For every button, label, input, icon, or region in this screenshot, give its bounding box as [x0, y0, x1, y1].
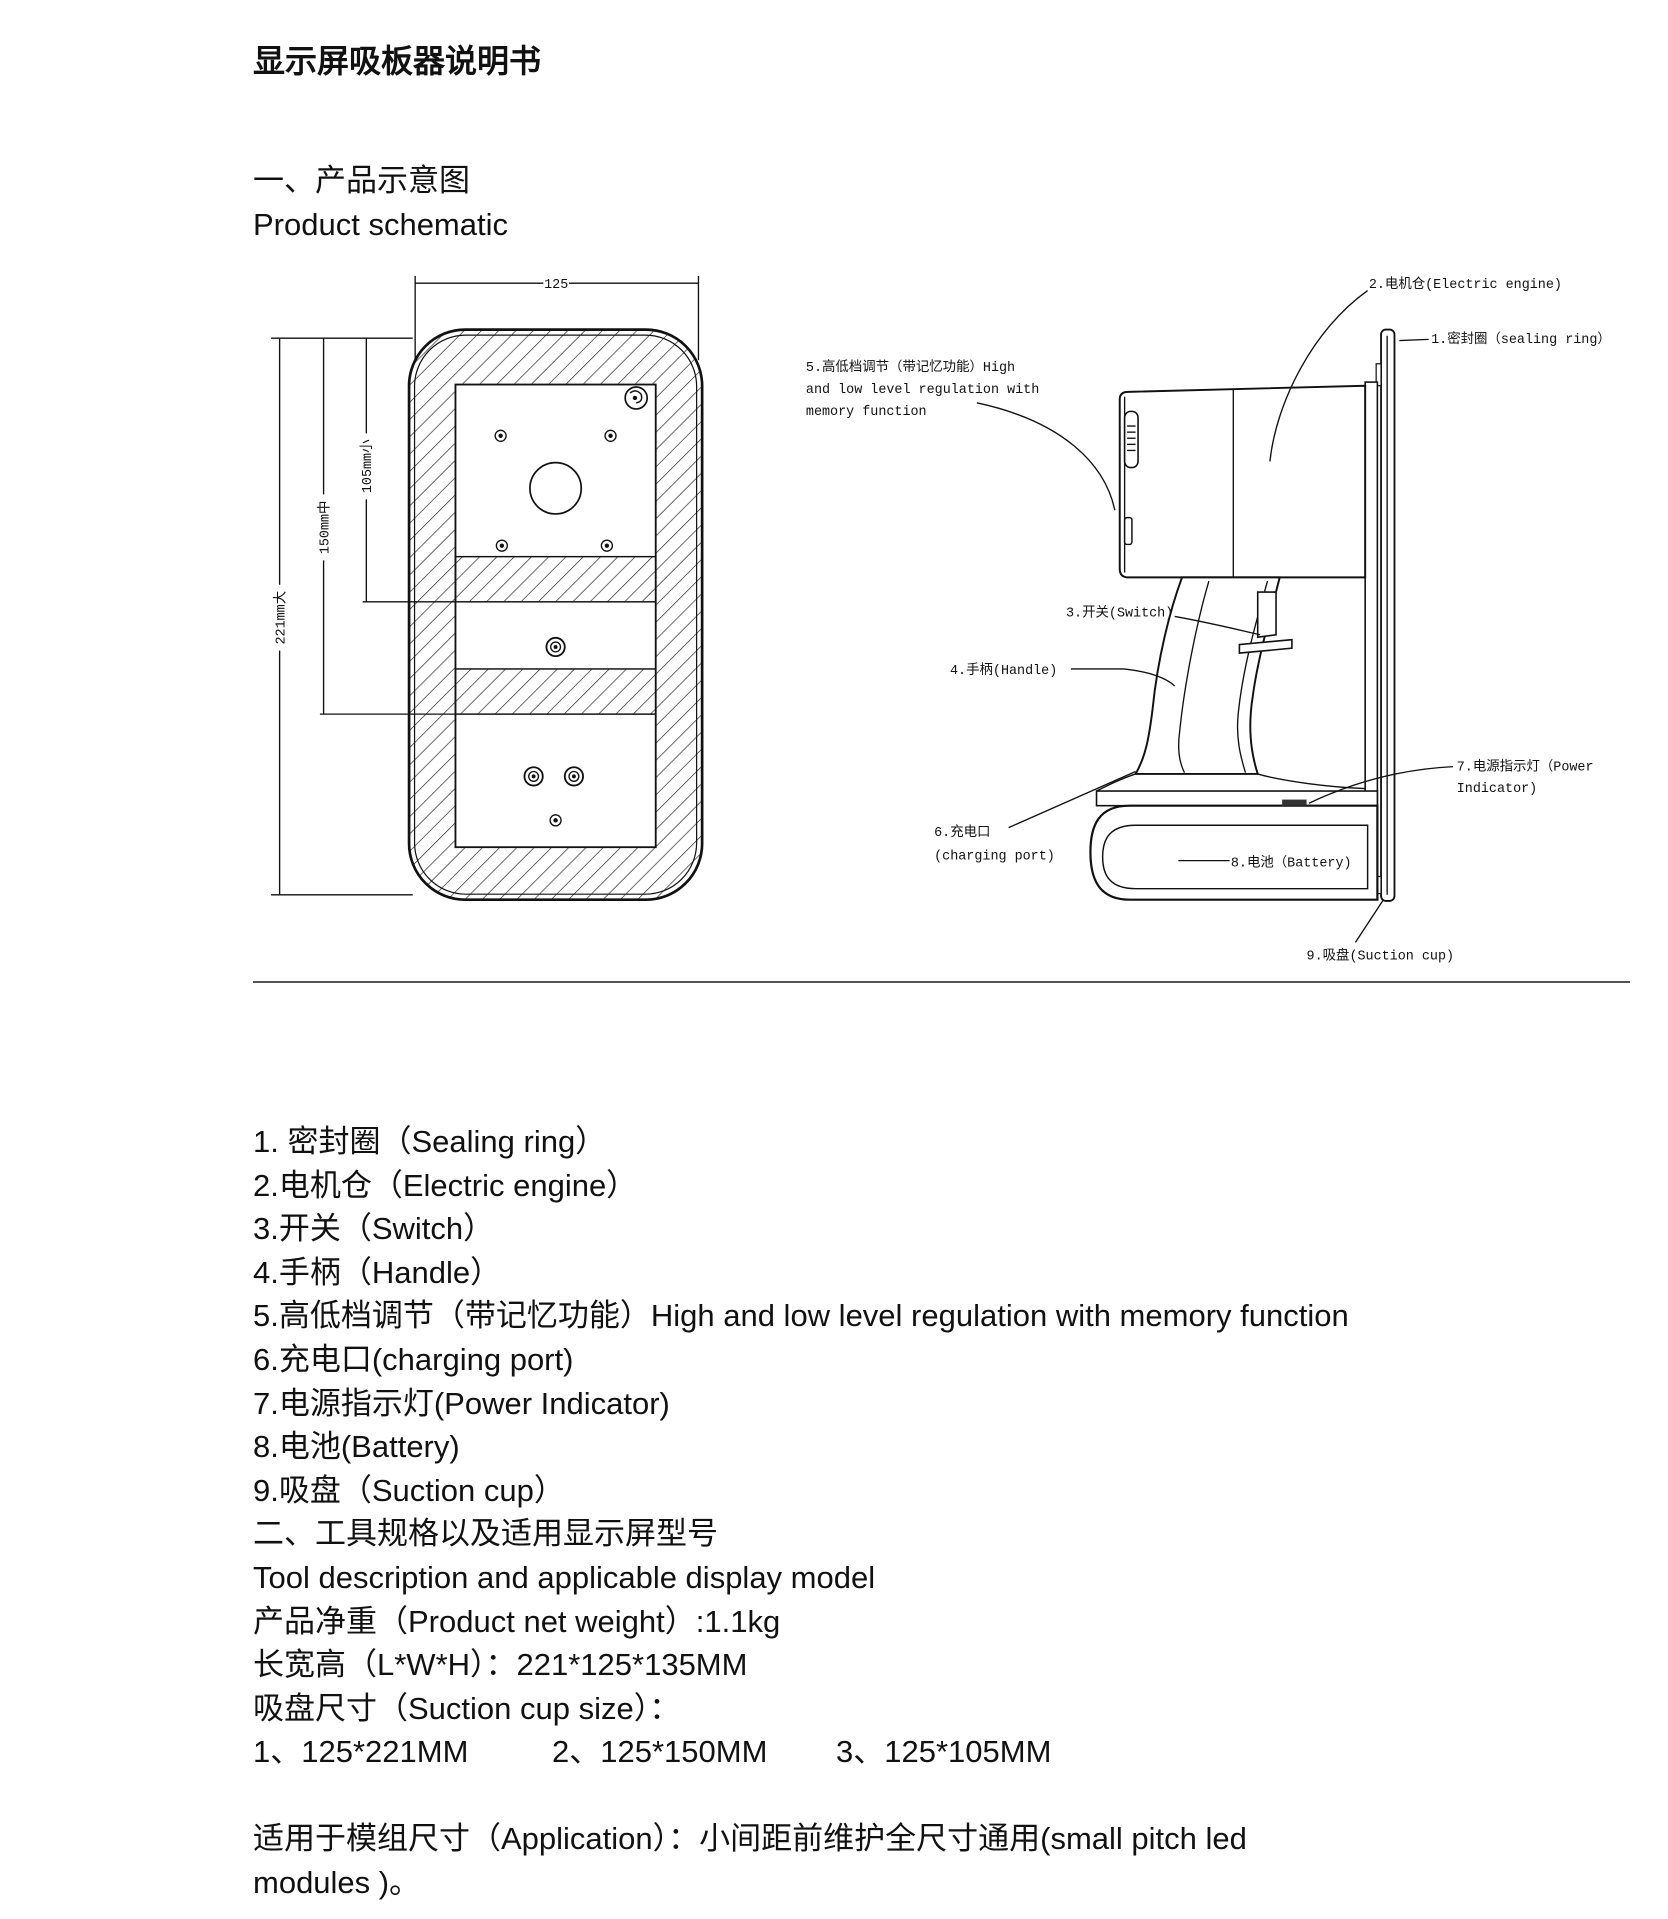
- suction-cup-size-1: 1、125*221MM: [253, 1734, 469, 1770]
- screw-holes-lower: [523, 766, 584, 827]
- width-dimension-label: 125: [544, 278, 568, 293]
- label-level-regulation-line3: memory function: [806, 405, 927, 420]
- width-dimension: 125: [414, 275, 700, 361]
- front-view: 125: [271, 275, 704, 902]
- switch: [1238, 591, 1293, 654]
- suction-cup-size-3: 3、125*105MM: [836, 1734, 1052, 1770]
- label-electric-engine: 2.电机仓(Electric engine): [1369, 276, 1562, 293]
- spec-net-weight: 产品净重（Product net weight）:1.1kg: [253, 1603, 781, 1639]
- spec-suction-cup-size-label: 吸盘尺寸（Suction cup size）：: [253, 1690, 681, 1726]
- section2-heading-cn: 二、工具规格以及适用显示屏型号: [253, 1516, 718, 1552]
- parts-list-item: 6.充电口(charging port): [253, 1341, 574, 1377]
- label-suction-cup: 9.吸盘(Suction cup): [1307, 946, 1455, 964]
- back-spine: [1364, 381, 1379, 807]
- dimension-105mm-label: 105mm小: [359, 439, 376, 493]
- side-view: 2.电机仓(Electric engine) 1.密封圈（sealing rin…: [806, 276, 1611, 964]
- battery: [1089, 804, 1379, 901]
- parts-list-item: 5.高低档调节（带记忆功能）High and low level regulat…: [253, 1298, 1349, 1334]
- label-switch: 3.开关(Switch): [1066, 604, 1173, 621]
- label-battery: 8.电池（Battery): [1231, 855, 1352, 872]
- spec-dimensions: 长宽高（L*W*H）：221*125*135MM: [253, 1647, 748, 1683]
- label-level-regulation-line1: 5.高低档调节（带记忆功能）High: [806, 358, 1015, 376]
- parts-list-item: 8.电池(Battery): [253, 1429, 460, 1465]
- label-sealing-ring: 1.密封圈（sealing ring）: [1431, 330, 1611, 348]
- suction-cup-size-2: 2、125*150MM: [552, 1734, 768, 1770]
- section1-heading-cn: 一、产品示意图: [253, 163, 470, 198]
- application-line1: 适用于模组尺寸（Application）：小间距前维护全尺寸通用(small p…: [253, 1821, 1247, 1856]
- parts-list-item: 7.电源指示灯(Power Indicator): [253, 1385, 670, 1421]
- mounting-panel: [454, 383, 657, 849]
- parts-and-specs: 1. 密封圈（Sealing ring） 2.电机仓（Electric engi…: [253, 1120, 1349, 1774]
- screw-center: [545, 636, 566, 658]
- document-title: 显示屏吸板器说明书: [253, 43, 542, 79]
- section-divider: [253, 981, 1630, 983]
- parts-list-item: 4.手柄（Handle）: [253, 1254, 502, 1290]
- corner-knob-icon: [624, 386, 649, 410]
- dimension-150mm-label: 150mm中: [316, 501, 333, 555]
- power-indicator-light: [1282, 799, 1307, 806]
- parts-list-item: 9.吸盘（Suction cup）: [253, 1472, 565, 1508]
- section2-heading-en: Tool description and applicable display …: [253, 1559, 876, 1595]
- hatched-band-lower: [454, 668, 657, 715]
- center-hole: [529, 461, 583, 515]
- dimension-221mm-label: 221mm大: [273, 591, 290, 645]
- screw-holes-upper: [494, 429, 617, 552]
- level-slider: [1123, 410, 1139, 546]
- height-dimensions: 221mm大 150mm中 105mm小: [271, 337, 456, 896]
- section1-heading-en: Product schematic: [253, 206, 508, 242]
- section1-heading: 一、产品示意图 Product schematic: [253, 159, 508, 246]
- motor-housing: [1118, 384, 1367, 579]
- label-charging-port-line2: (charging port): [934, 849, 1055, 864]
- parts-list-item: 1. 密封圈（Sealing ring）: [253, 1124, 607, 1159]
- product-schematic: 125: [271, 275, 1611, 964]
- sealing-ring-upper: [1375, 363, 1382, 387]
- label-charging-port-line1: 6.充电口: [934, 824, 990, 841]
- parts-list-item: 2.电机仓（Electric engine）: [253, 1167, 638, 1203]
- application-paragraph: 适用于模组尺寸（Application）：小间距前维护全尺寸通用(small p…: [253, 1817, 1247, 1904]
- suction-plate-inner-outline: [413, 334, 698, 895]
- application-line2: modules )。: [253, 1864, 421, 1900]
- suction-cup-sizes: 1、125*221MM 2、125*150MM 3、125*105MM: [253, 1730, 1349, 1774]
- parts-list-item: 3.开关（Switch）: [253, 1211, 495, 1247]
- label-level-regulation-line2: and low level regulation with: [806, 383, 1039, 398]
- hatched-band-upper: [454, 555, 657, 603]
- label-power-indicator-line2: Indicator): [1457, 782, 1537, 797]
- label-power-indicator-line1: 7.电源指示灯（Power: [1457, 758, 1594, 775]
- label-handle: 4.手柄(Handle): [950, 662, 1057, 679]
- leader-lines: [976, 289, 1454, 943]
- handle-base: [1095, 773, 1379, 807]
